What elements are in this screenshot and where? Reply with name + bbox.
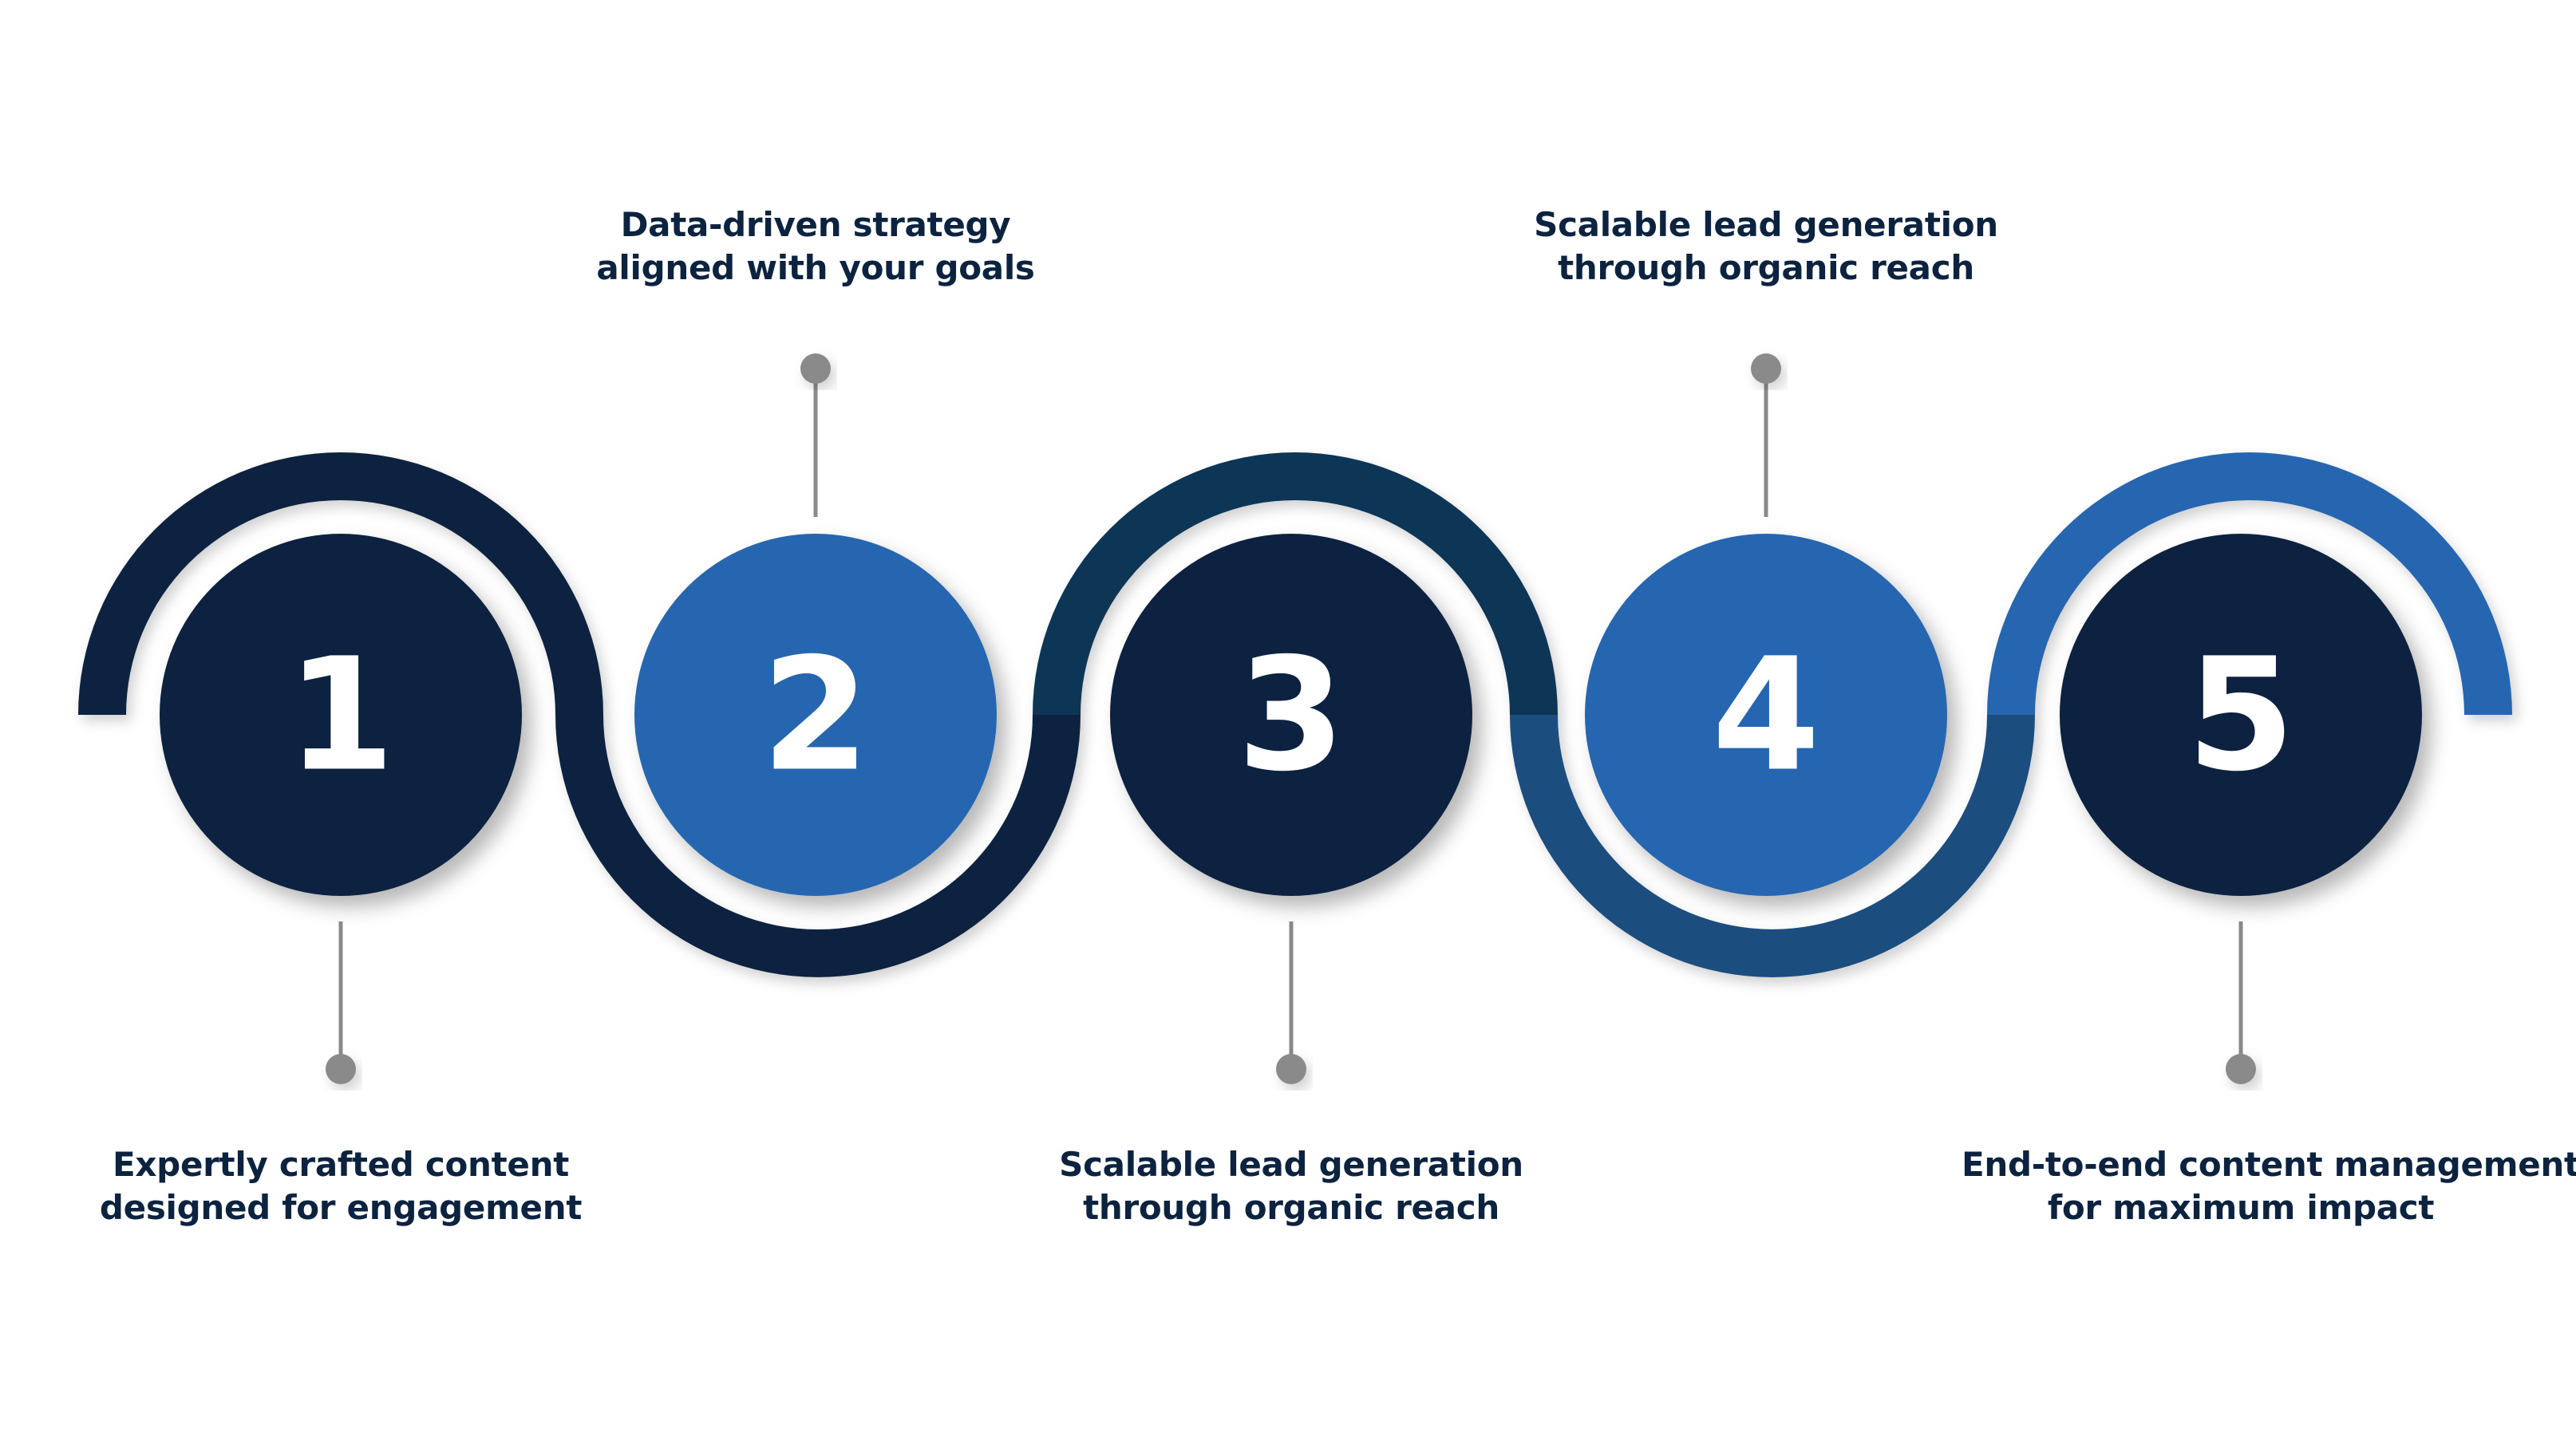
connector-dot-1 bbox=[326, 1054, 356, 1084]
step-5: 5 bbox=[2060, 534, 2422, 896]
connector-dot-4 bbox=[1751, 353, 1781, 384]
wave-ribbon bbox=[78, 452, 2512, 977]
connectors bbox=[326, 353, 2256, 1084]
step-number-5: 5 bbox=[2187, 625, 2295, 806]
step-circles: 1 2 3 4 5 bbox=[160, 534, 2422, 896]
step-3: 3 bbox=[1110, 534, 1472, 896]
connector-dot-2 bbox=[800, 353, 831, 384]
step-caption-1-line-2: designed for engagement bbox=[99, 1188, 583, 1227]
step-4: 4 bbox=[1585, 534, 1947, 896]
step-circle-5 bbox=[2060, 534, 2422, 896]
step-caption-4: Scalable lead generation through organic… bbox=[1487, 203, 2045, 290]
step-caption-5-line-1: End-to-end content management bbox=[1962, 1145, 2576, 1184]
ribbon-arc-2 bbox=[555, 715, 1081, 977]
step-2: 2 bbox=[634, 534, 997, 896]
ribbon-arc-5 bbox=[1987, 452, 2512, 715]
step-caption-2-line-2: aligned with your goals bbox=[596, 248, 1035, 287]
connector-dot-5 bbox=[2226, 1054, 2256, 1084]
connector-dot-3 bbox=[1276, 1054, 1306, 1084]
step-circle-2 bbox=[634, 534, 997, 896]
step-number-3: 3 bbox=[1237, 625, 1345, 806]
step-circle-3 bbox=[1110, 534, 1472, 896]
step-1: 1 bbox=[160, 534, 522, 896]
step-caption-1: Expertly crafted content designed for en… bbox=[61, 1143, 620, 1229]
step-caption-2: Data-driven strategy aligned with your g… bbox=[536, 203, 1095, 290]
step-circle-4 bbox=[1585, 534, 1947, 896]
step-caption-4-line-1: Scalable lead generation bbox=[1534, 205, 1998, 244]
step-caption-3-line-2: through organic reach bbox=[1083, 1188, 1499, 1227]
step-caption-1-line-1: Expertly crafted content bbox=[113, 1145, 569, 1184]
step-circle-1 bbox=[160, 534, 522, 896]
ribbon-arc-4 bbox=[1510, 715, 2035, 977]
step-number-1: 1 bbox=[286, 625, 395, 806]
step-number-4: 4 bbox=[1712, 625, 1820, 806]
step-caption-5: End-to-end content management for maximu… bbox=[1962, 1143, 2576, 1229]
step-caption-3: Scalable lead generation through organic… bbox=[1012, 1143, 1570, 1229]
ribbon-arc-1 bbox=[78, 452, 603, 715]
step-caption-4-line-2: through organic reach bbox=[1558, 248, 1974, 287]
step-caption-5-line-2: for maximum impact bbox=[2047, 1188, 2435, 1227]
ribbon-arc-3 bbox=[1033, 452, 1558, 715]
step-caption-3-line-1: Scalable lead generation bbox=[1059, 1145, 1523, 1184]
step-number-2: 2 bbox=[761, 625, 870, 806]
step-caption-2-line-1: Data-driven strategy bbox=[620, 205, 1011, 244]
